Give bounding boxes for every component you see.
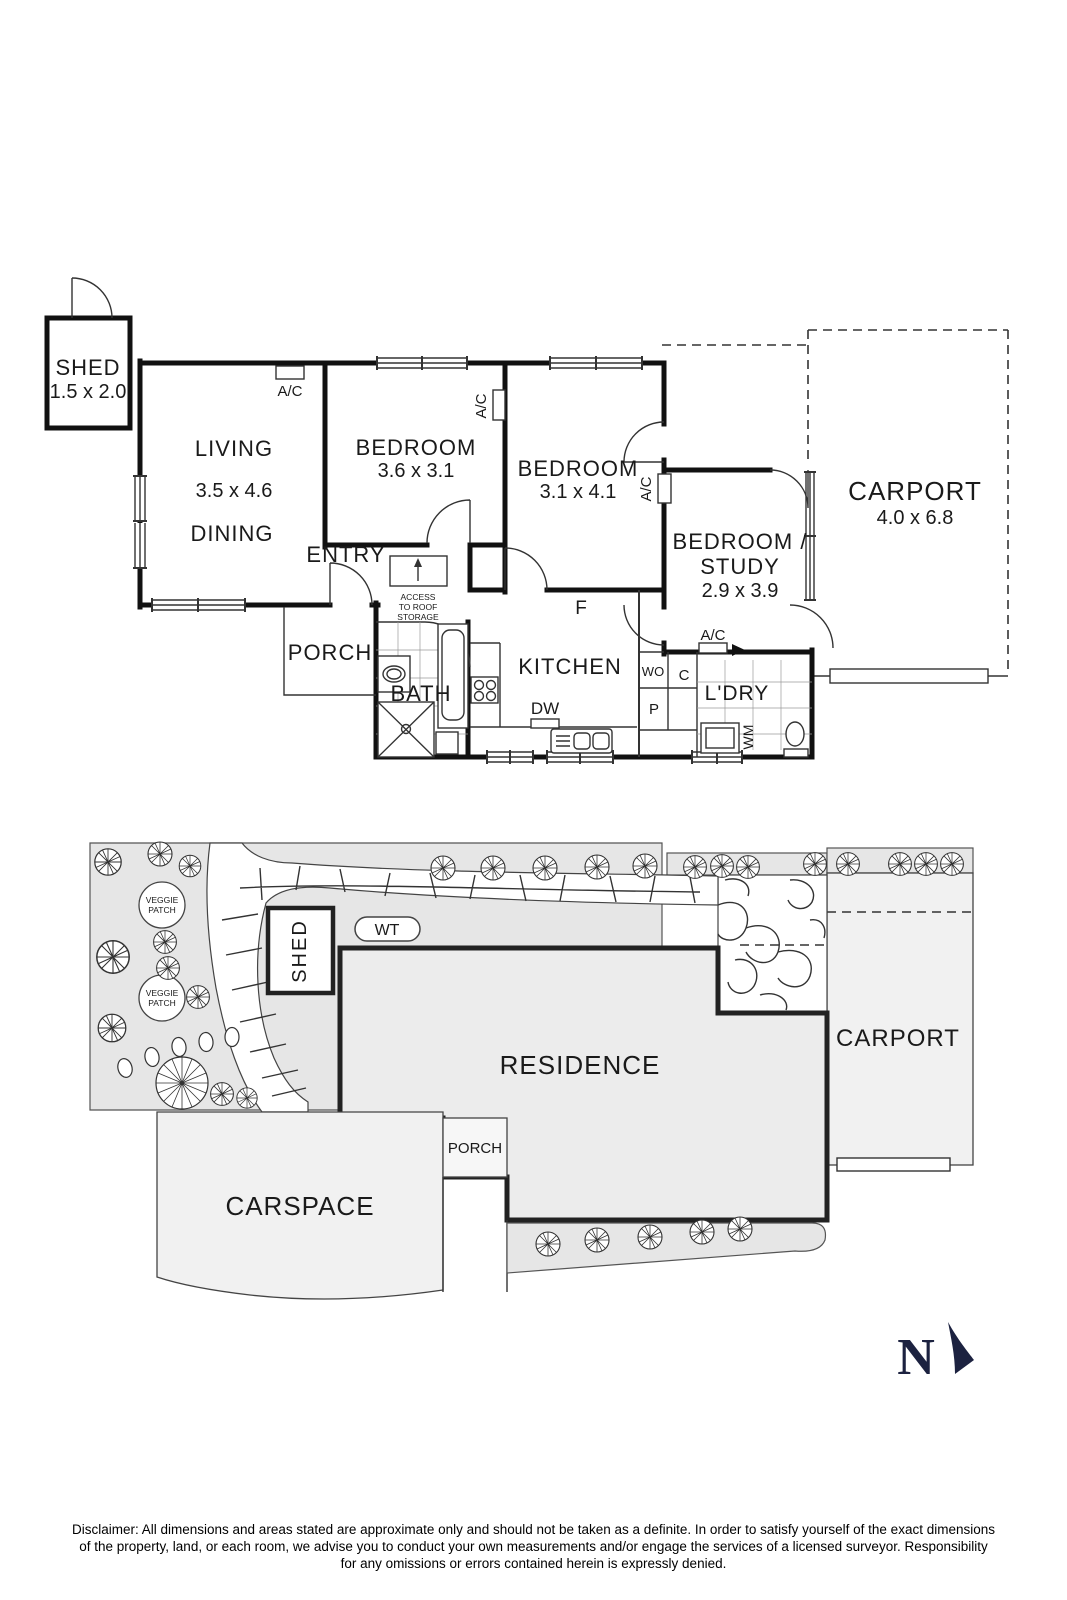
porch-outline [283,607,376,696]
washing-machine-label: WM [740,725,756,750]
laundry-label: L'DRY [705,682,770,705]
paving-block [717,874,828,1014]
access-line2: TO ROOF [399,602,438,612]
veggie1-line2: PATCH [148,905,176,915]
north-label: N [897,1329,935,1386]
door-direction-arrow [732,644,745,656]
dishwasher-label: DW [531,699,559,718]
ac-units [275,365,728,654]
residence-label: RESIDENCE [500,1050,661,1080]
bedroom3-dims: 2.9 x 3.9 [702,580,779,602]
disclaimer-line1: Disclaimer: All dimensions and areas sta… [71,1522,995,1537]
carport-label: CARPORT [848,476,982,506]
dining-label: DINING [191,521,274,546]
carspace-label: CARSPACE [225,1191,374,1221]
toilet [783,721,809,758]
shower [377,701,435,758]
site-plan: RESIDENCE CARPORT CARSPACE PORCH SHED WT… [89,841,974,1300]
bedroom1-dims: 3.6 x 3.1 [378,460,455,482]
north-arrow-icon [948,1322,974,1374]
entry-label: ENTRY [306,542,385,567]
kitchen-fixtures [470,590,640,757]
veggie1-line1: VEGGIE [146,895,179,905]
doors [329,421,834,668]
kitchen-label: KITCHEN [518,654,622,679]
disclaimer-line3: for any omissions or errors contained he… [340,1556,727,1571]
shed-dims: 1.5 x 2.0 [50,381,127,403]
north-compass: N [897,1322,974,1386]
veggie2-line2: PATCH [148,998,176,1008]
ac-label-3: A/C [638,476,655,501]
access-line3: STORAGE [397,612,439,622]
ac-label-4: A/C [700,627,725,644]
ac-label-2: A/C [473,393,490,418]
closets [639,651,698,757]
ac-label-1: A/C [277,383,302,400]
bedroom1-label: BEDROOM [356,435,477,460]
veggie2-line1: VEGGIE [146,988,179,998]
bathtub [437,623,469,729]
disclaimer: Disclaimer: All dimensions and areas sta… [0,1521,1067,1572]
site-carspace [156,1111,444,1300]
carport-outline [662,329,1009,684]
dishwasher-box [530,718,560,729]
site-carport-label: CARPORT [836,1025,960,1052]
veggie-patches [138,881,186,1022]
bathroom-fixtures [376,622,469,758]
carport-dims: 4.0 x 6.8 [877,507,954,529]
fridge-label: F [575,598,587,619]
bedroom3-label1: BEDROOM / [673,529,808,554]
floor-plan: SHED 1.5 x 2.0 LIVING 3.5 x 4.6 DINING B… [44,277,1009,764]
access-line1: ACCESS [401,592,436,602]
bedroom3-label2: STUDY [700,554,780,579]
site-carport-gate [836,1157,951,1172]
walkway [442,1177,508,1292]
laundry-fixtures [697,644,812,758]
water-tank [354,916,421,942]
shed-label: SHED [55,355,120,380]
disclaimer-line2: of the property, land, or each room, we … [79,1539,988,1554]
shed-plan [44,277,133,431]
site-porch-label: PORCH [448,1140,502,1157]
sink [550,728,613,754]
porch-label: PORCH [288,640,372,665]
site-shed-label: SHED [289,919,311,983]
living-dims: 3.5 x 4.6 [196,480,273,502]
bath-label: BATH [390,681,451,706]
bath-cabinet [435,731,459,755]
carport-gate [829,668,989,684]
pantry-label: P [649,701,659,718]
living-label: LIVING [195,436,273,461]
site-porch [442,1117,508,1178]
cupboard-label: C [679,667,690,684]
stove [470,676,499,704]
bedroom2-dims: 3.1 x 4.1 [540,481,617,503]
wall-oven-label: WO [642,664,664,679]
site-carport [826,872,974,1172]
bedroom2-label: BEDROOM [518,456,639,481]
water-tank-label: WT [375,922,400,939]
roof-access [389,555,448,587]
site-shed [265,905,336,996]
